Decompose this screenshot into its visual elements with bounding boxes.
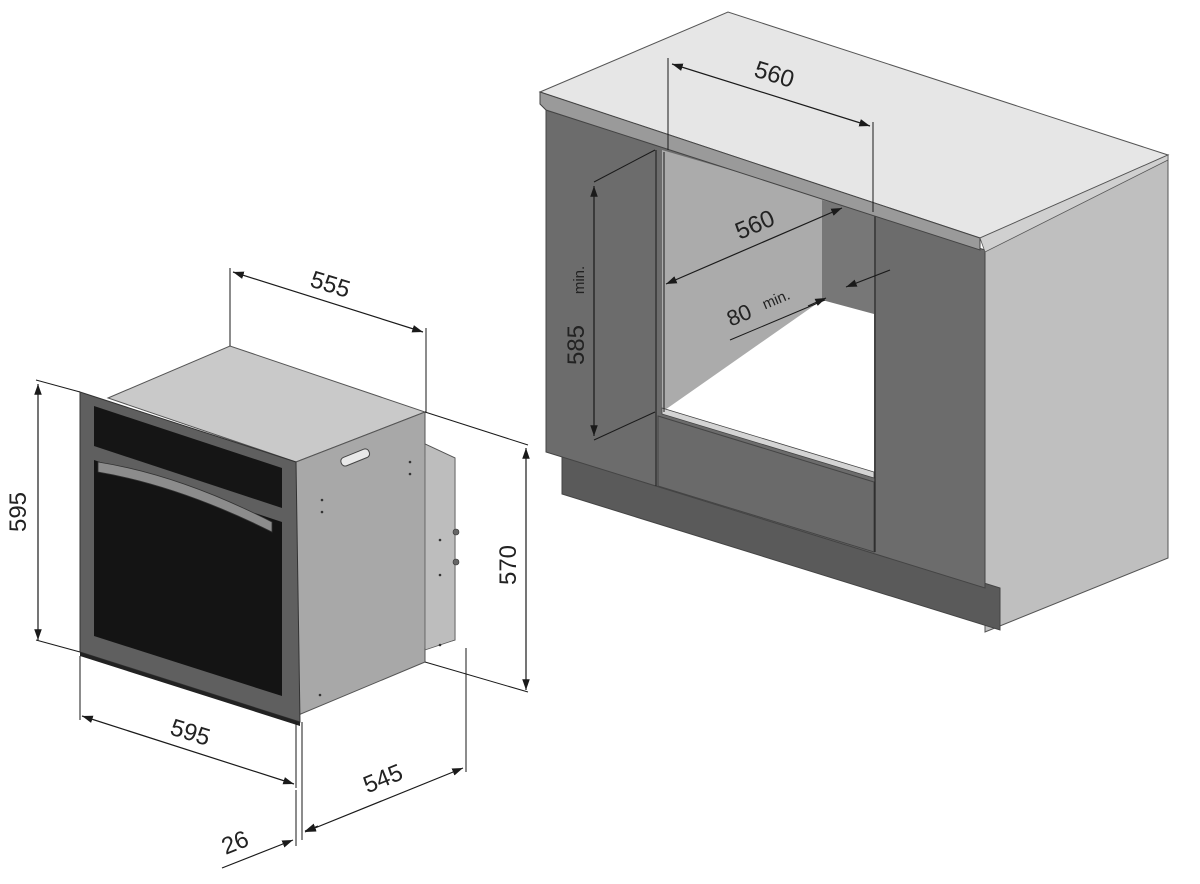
front-thickness-line xyxy=(221,839,294,869)
kitchen-cabinet xyxy=(538,11,1170,633)
oven-height-label: 595 xyxy=(5,492,32,532)
oven-bottom-trim xyxy=(80,652,300,726)
oven-rear-clips xyxy=(452,528,460,566)
vent-gap-arrow-right xyxy=(845,269,891,288)
cabinet-lower-rail xyxy=(657,415,875,553)
oven-depth-line xyxy=(304,767,464,833)
countertop-side-edge xyxy=(979,154,1169,253)
oven-control-panel xyxy=(94,406,282,508)
oven-door-handle xyxy=(97,461,273,533)
built-in-oven xyxy=(79,345,460,726)
niche-shelf-edge xyxy=(661,407,875,479)
niche-height-label: 585 xyxy=(563,325,590,365)
oven-door-glass xyxy=(94,460,282,696)
oven-width-line xyxy=(81,715,295,785)
niche-width-line xyxy=(665,207,843,285)
oven-rear-step xyxy=(424,443,456,651)
vent-gap-arrow-left xyxy=(807,297,827,307)
cabinet-top-width-line xyxy=(671,63,871,127)
front-thickness-arrow-right xyxy=(304,823,319,832)
front-thickness-label: 26 xyxy=(218,826,253,861)
oven-side-handle-slot xyxy=(340,448,371,467)
oven-body-width-line xyxy=(232,271,424,333)
niche-floor xyxy=(662,300,874,478)
oven-side-screws xyxy=(318,460,442,697)
countertop-front-edge xyxy=(539,91,981,251)
niche-height-suffix: min. xyxy=(571,266,588,294)
oven-body-height-label: 570 xyxy=(495,545,522,585)
